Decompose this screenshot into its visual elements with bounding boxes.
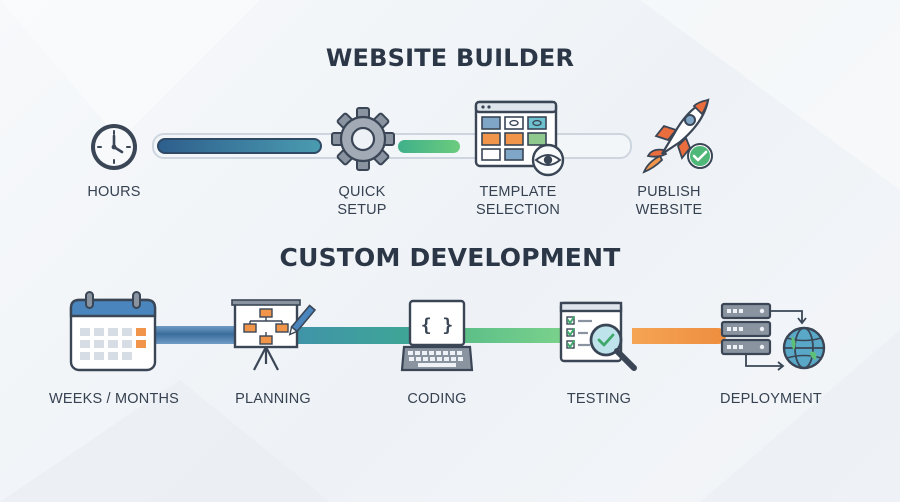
svg-text:{ }: { }: [421, 315, 454, 336]
server-globe-icon: [720, 302, 826, 371]
step-publish-website-label: PUBLISH WEBSITE: [635, 184, 703, 218]
step-hours-label: HOURS: [87, 184, 141, 200]
builder-track-fill-green: [398, 140, 460, 153]
gear-icon: [331, 107, 395, 171]
dev-track-blue: [146, 326, 250, 344]
step-testing-label: TESTING: [566, 391, 632, 407]
laptop-code-icon: { }: [400, 299, 474, 372]
builder-track-fill-blue: [157, 138, 322, 154]
step-planning-label: PLANNING: [235, 391, 311, 407]
step-weeks-months-label: WEEKS / MONTHS: [48, 391, 180, 407]
step-quick-setup-label: QUICK SETUP: [337, 184, 387, 218]
template-gallery-icon: [474, 100, 565, 177]
rocket-icon: [642, 98, 713, 174]
step-template-selection-label: TEMPLATE SELECTION: [476, 184, 560, 218]
dev-track-teal: [296, 327, 426, 344]
step-coding-label: CODING: [407, 391, 467, 407]
checklist-magnifier-icon: [559, 301, 637, 371]
step-deployment-label: DEPLOYMENT: [720, 391, 822, 407]
dev-track-green: [462, 328, 572, 343]
website-builder-title: WEBSITE BUILDER: [325, 44, 575, 72]
calendar-icon: [69, 291, 157, 372]
clock-icon: [91, 124, 137, 170]
flowchart-board-icon: [231, 299, 317, 371]
custom-development-title: CUSTOM DEVELOPMENT: [279, 243, 621, 272]
dev-track-orange: [632, 328, 726, 344]
